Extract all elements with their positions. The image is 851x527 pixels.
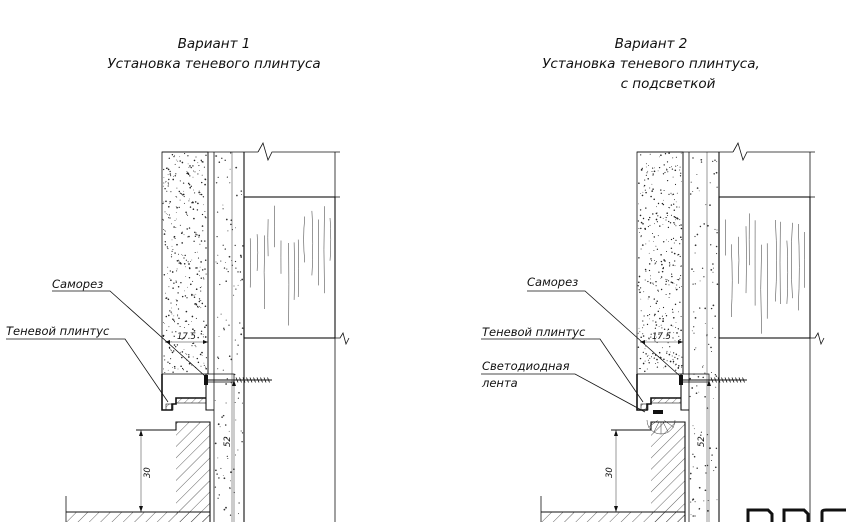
variant-2-led-label-line1: Светодиодная [482, 359, 570, 373]
dim-arrow-top [707, 380, 711, 386]
screw-thread [717, 377, 721, 383]
variant-2-dim-step: 30 [605, 467, 615, 478]
screw-thread [735, 377, 738, 383]
profile-lip [165, 403, 174, 411]
screw-head [204, 375, 208, 385]
screw-thread [249, 377, 253, 383]
led-strip [653, 410, 663, 414]
screw-thread [724, 377, 728, 383]
variant-2-skirting-label: Теневой плинтус [482, 325, 586, 339]
variant-2-led-label-line2: лента [481, 376, 518, 390]
variant-2-screw-label: Саморез [527, 275, 578, 289]
led-leader [481, 373, 646, 413]
variant-1-skirting-label: Теневой плинтус [6, 324, 110, 338]
screw-thread [260, 377, 263, 383]
wood-beam [243, 196, 336, 339]
profile-flange [680, 373, 710, 383]
screw-thread [742, 377, 745, 383]
variant-1-dim-step: 30 [143, 467, 153, 478]
variant-1-dim-gap: 17.5 [177, 332, 196, 342]
floor-hatch-upper [651, 422, 685, 522]
skirting-leader [481, 338, 644, 403]
variant-2-title-line1: Вариант 2 [615, 36, 688, 52]
beam-break [795, 331, 825, 346]
variant-2-dim-height: 52 [697, 436, 707, 447]
corner-logo-fragment [746, 508, 846, 522]
break-symbol [732, 141, 815, 162]
profile-hatch [650, 397, 682, 404]
screw-thread [267, 377, 270, 383]
screw-thread [242, 377, 246, 383]
variant-1-drawing [6, 141, 350, 522]
floor-hatch-upper [176, 422, 210, 522]
floor-hatch [66, 512, 210, 522]
wood-beam [718, 196, 811, 339]
screw-thread [263, 377, 267, 383]
variant-1-title-line1: Вариант 1 [178, 36, 251, 52]
profile-lip [640, 403, 649, 411]
screw-head [679, 375, 683, 385]
screw-thread [714, 377, 717, 383]
variant-1-screw-label: Саморез [52, 277, 103, 291]
floor-hatch [541, 512, 685, 522]
profile-flange [205, 373, 235, 383]
screw-thread [256, 377, 260, 383]
screw-thread [235, 377, 239, 383]
concrete-dots [214, 152, 244, 516]
break-symbol [257, 141, 340, 162]
screw-thread [710, 377, 714, 383]
variant-2-title-line2: Установка теневого плинтуса, [542, 56, 760, 72]
wood-grain [249, 205, 332, 326]
screw-thread [253, 377, 256, 383]
screw-thread [731, 377, 735, 383]
wood-grain [725, 213, 805, 334]
screw-thread [738, 377, 742, 383]
concrete-dots [689, 157, 719, 517]
variant-1-title-line2: Установка теневого плинтуса [107, 56, 320, 72]
variant-1-panel: Вариант 1 Установка теневого плинтуса Са… [6, 36, 350, 522]
skirting-back [680, 374, 689, 411]
screw-thread [728, 377, 731, 383]
variant-2-dim-gap: 17.5 [652, 332, 671, 342]
screw-leader [52, 290, 206, 377]
screw-thread [721, 377, 724, 383]
variant-1-dim-height: 52 [223, 436, 233, 447]
insulation-speckle [637, 152, 683, 373]
variant-2-panel: Вариант 2 Установка теневого плинтуса, с… [481, 36, 825, 522]
screw-thread [239, 377, 242, 383]
skirting-back [205, 374, 214, 411]
insulation-speckle [162, 153, 208, 374]
dim-arrow-top [232, 380, 236, 386]
variant-2-drawing [481, 141, 825, 522]
screw-leader [527, 290, 681, 377]
screw-thread [246, 377, 249, 383]
profile-hatch [175, 397, 207, 404]
variant-2-title-line3: с подсветкой [621, 76, 716, 92]
skirting-leader [6, 338, 169, 403]
beam-break [320, 331, 350, 346]
